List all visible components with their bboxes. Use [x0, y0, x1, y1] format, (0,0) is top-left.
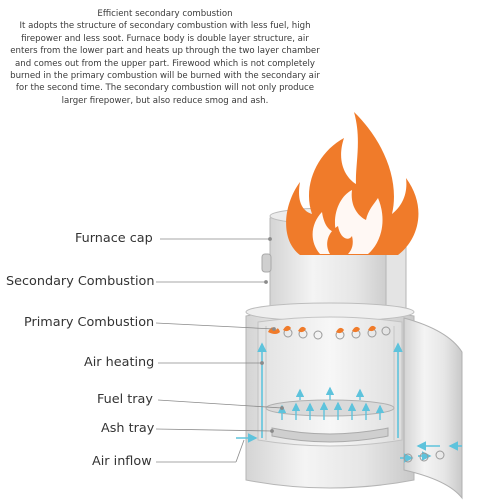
bottom-vents: [403, 450, 445, 463]
label-air-inflow: Air inflow: [92, 454, 152, 469]
label-fuel-tray: Fuel tray: [97, 392, 153, 407]
label-furnace-cap: Furnace cap: [75, 231, 153, 246]
label-air-heating: Air heating: [84, 355, 155, 370]
description-block: Efficient secondary combustion It adopts…: [10, 8, 320, 107]
flame-icon: [286, 112, 419, 255]
description-body: It adopts the structure of secondary com…: [10, 21, 320, 106]
leader-lines: [155, 237, 284, 463]
label-secondary-combustion: Secondary Combustion: [6, 274, 155, 289]
air-heating-arrows: [257, 342, 403, 438]
label-primary-combustion: Primary Combustion: [24, 315, 155, 330]
description-heading: Efficient secondary combustion: [97, 9, 233, 19]
label-ash-tray: Ash tray: [101, 421, 155, 436]
